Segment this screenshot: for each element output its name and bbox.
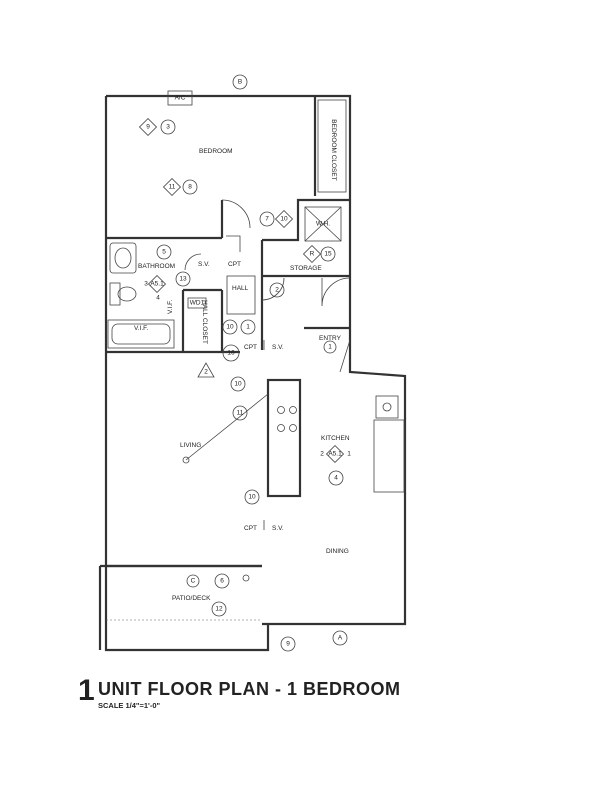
svg-text:8: 8 <box>188 184 192 191</box>
tag-2-triangle: 2 <box>197 362 215 378</box>
tag-a5-kitchen: A5.1 <box>325 444 345 464</box>
room-label-hall-closet: HALL CLOSET <box>201 300 208 344</box>
svg-text:A5.1: A5.1 <box>328 451 342 458</box>
svg-text:2: 2 <box>204 369 208 376</box>
svg-text:2: 2 <box>320 451 324 458</box>
tag-13: 13 <box>175 271 191 287</box>
grid-tag-b: B <box>232 74 248 90</box>
tag-7: 7 <box>259 211 275 227</box>
door-swings <box>184 199 351 373</box>
room-label-bedroom-closet: BEDROOM CLOSET <box>330 119 337 180</box>
svg-text:3: 3 <box>166 124 170 131</box>
svg-text:C: C <box>191 578 196 585</box>
svg-text:A: A <box>338 635 343 642</box>
room-label-patio: PATIO/DECK <box>172 595 211 602</box>
wd-label: WD1 <box>190 300 205 307</box>
tag-5: 5 <box>156 244 172 260</box>
svg-text:10: 10 <box>234 381 242 388</box>
tag-12: 12 <box>211 601 227 617</box>
tag-10-dining: 10 <box>244 489 260 505</box>
svg-text:11: 11 <box>169 184 176 191</box>
room-labels: BEDROOM BEDROOM CLOSET BATHROOM HALL HAL… <box>138 119 350 602</box>
sv-label-dining: S.V. <box>272 525 284 532</box>
cpt-label-living: CPT <box>244 344 257 351</box>
tag-4-kitchen: 4 <box>328 470 344 486</box>
wh-label: W.H. <box>316 221 330 228</box>
svg-text:10: 10 <box>248 494 256 501</box>
keynote-tags: B A C 9 3 11 8 7 10 5 13 2 R 15 A5.1 3 4… <box>138 74 351 652</box>
sv-label-hall: S.V. <box>198 261 210 268</box>
room-label-hall: HALL <box>232 285 249 292</box>
tag-1-hall: 1 <box>240 319 256 335</box>
svg-text:6: 6 <box>220 578 224 585</box>
vif-label-bath: V.I.F. <box>167 300 174 314</box>
svg-text:R: R <box>310 251 315 258</box>
sv-label-living: S.V. <box>272 344 284 351</box>
tag-16: 16 <box>222 344 240 362</box>
svg-text:12: 12 <box>215 606 223 613</box>
svg-text:11: 11 <box>237 410 244 417</box>
tag-8: 8 <box>182 179 198 195</box>
ac-label: A/C <box>175 95 186 102</box>
drawing-number: 1 <box>78 674 95 707</box>
room-label-storage: STORAGE <box>290 265 322 272</box>
tag-2-kitchen: 2 <box>320 451 324 458</box>
svg-text:5: 5 <box>162 249 166 256</box>
svg-text:15: 15 <box>324 251 332 258</box>
grid-tag-c: C <box>186 574 200 588</box>
room-label-living: LIVING <box>180 442 201 449</box>
room-label-bedroom: BEDROOM <box>199 148 233 155</box>
tag-10-hall: 10 <box>222 319 238 335</box>
room-label-bathroom: BATHROOM <box>138 263 175 270</box>
vif-label-tub: V.I.F. <box>134 325 148 332</box>
floor-plan-drawing: BEDROOM BEDROOM CLOSET BATHROOM HALL HAL… <box>98 74 407 652</box>
svg-text:10: 10 <box>226 324 234 331</box>
tag-6: 6 <box>214 573 230 589</box>
svg-text:9: 9 <box>286 641 290 648</box>
svg-text:9: 9 <box>146 124 150 131</box>
tag-11-living: 11 <box>232 405 248 421</box>
tag-1-entry: 1 <box>323 340 337 354</box>
switch-connections <box>182 235 269 582</box>
room-label-entry: ENTRY <box>319 335 342 342</box>
misc-labels: A/C CPT S.V. CPT S.V. CPT S.V. V.I.F. V.… <box>134 90 330 532</box>
cpt-label-dining: CPT <box>244 525 257 532</box>
svg-text:10: 10 <box>280 216 288 223</box>
drawing-scale: SCALE 1/4"=1'-0" <box>98 701 161 710</box>
tag-9-bottom: 9 <box>280 636 296 652</box>
tag-11: 11 <box>162 177 182 197</box>
tag-a5-bath: A5.1 <box>147 274 167 294</box>
svg-text:2: 2 <box>275 287 279 294</box>
svg-text:7: 7 <box>265 216 269 223</box>
tag-3-bath: 3 <box>144 281 148 288</box>
drawing-title: UNIT FLOOR PLAN - 1 BEDROOM <box>98 679 401 699</box>
tag-10-top: 10 <box>274 209 294 229</box>
tag-15: 15 <box>320 246 336 262</box>
tag-3-top: 3 <box>160 119 176 135</box>
svg-text:A5.1: A5.1 <box>150 281 164 288</box>
room-label-kitchen: KITCHEN <box>321 435 350 442</box>
svg-text:1: 1 <box>328 344 332 351</box>
svg-text:3: 3 <box>144 281 148 288</box>
grid-tag-a: A <box>332 630 348 646</box>
interior-walls <box>106 96 405 568</box>
cpt-label-hall: CPT <box>228 261 241 268</box>
tag-r: R <box>302 244 322 264</box>
svg-text:13: 13 <box>179 276 187 283</box>
svg-text:16: 16 <box>227 350 235 357</box>
svg-text:1: 1 <box>246 324 250 331</box>
tag-4-bath: 4 <box>156 295 160 302</box>
room-label-dining: DINING <box>326 548 349 555</box>
tag-2-hall: 2 <box>269 282 285 298</box>
svg-text:4: 4 <box>334 475 338 482</box>
svg-text:4: 4 <box>156 295 160 302</box>
tag-10-living: 10 <box>230 376 246 392</box>
svg-text:1: 1 <box>347 451 351 458</box>
svg-text:B: B <box>238 79 242 86</box>
fixtures <box>106 99 399 621</box>
tag-9-top: 9 <box>138 117 158 137</box>
tag-1-kitchen: 1 <box>347 451 351 458</box>
